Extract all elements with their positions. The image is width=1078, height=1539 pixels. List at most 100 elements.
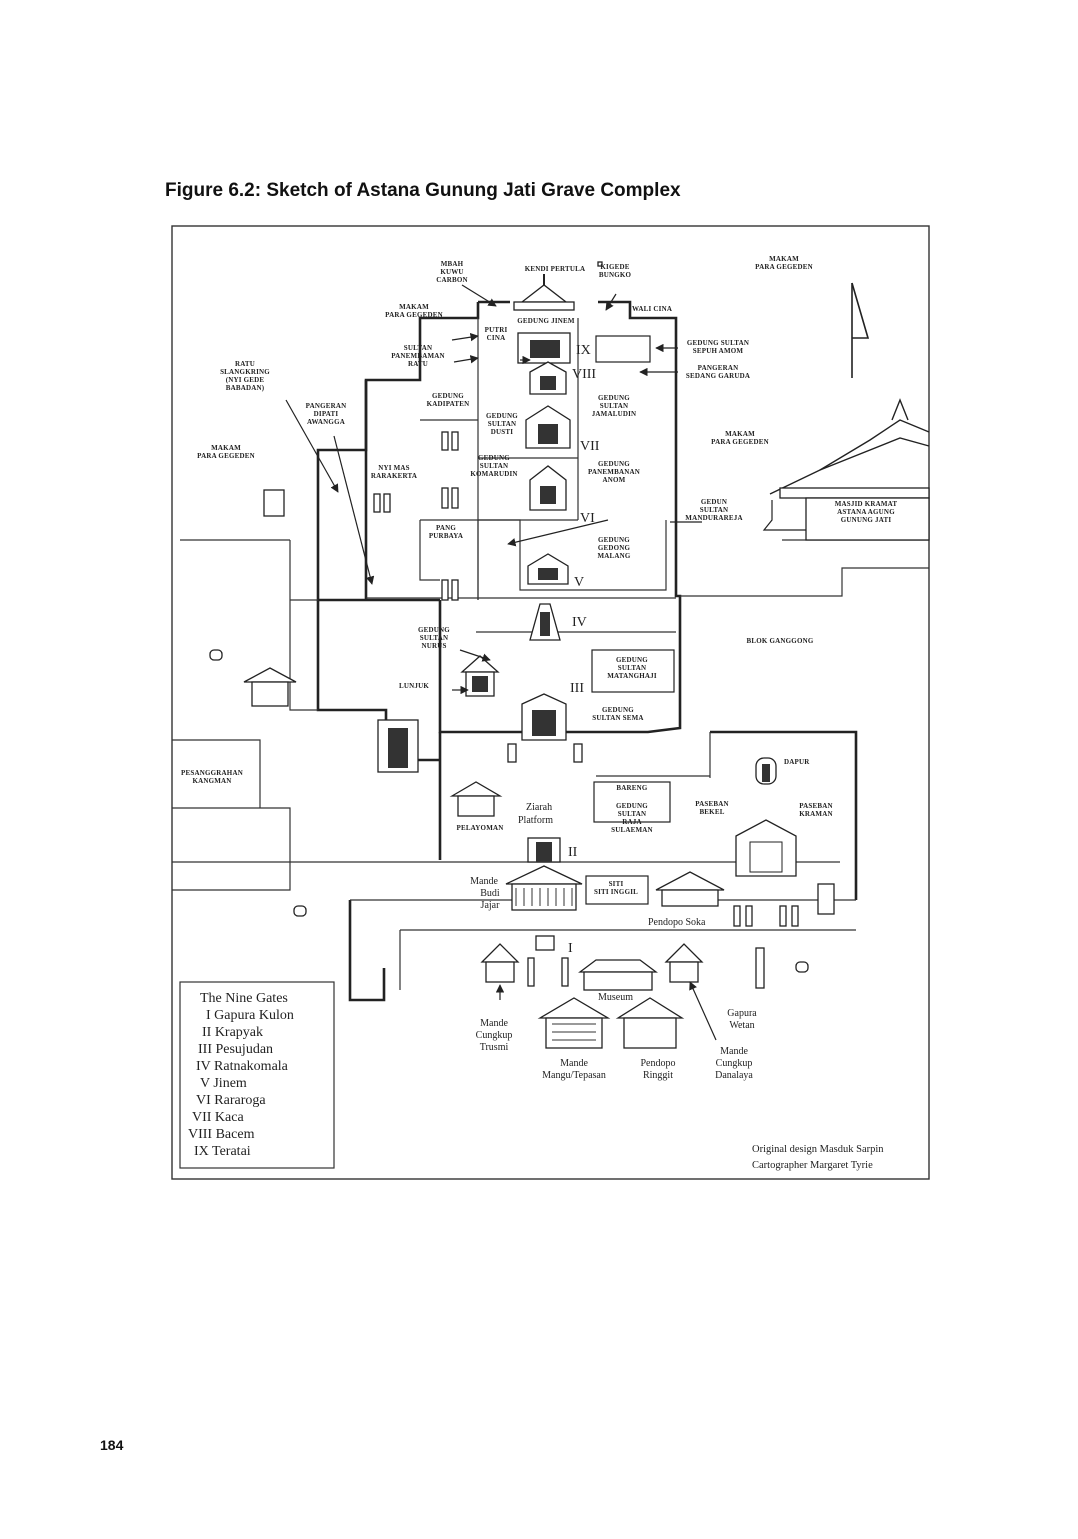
- legend: The Nine Gates I Gapura Kulon II Krapyak…: [179, 981, 335, 1169]
- gate-viii-icon: [529, 361, 567, 395]
- museum-building-icon: [578, 959, 658, 991]
- legend-item: II Krapyak: [202, 1025, 263, 1040]
- svg-text:V: V: [574, 575, 584, 590]
- gate-ii-icon: [527, 837, 561, 863]
- svg-text:DAPUR: DAPUR: [784, 758, 810, 766]
- legend-item: I Gapura Kulon: [206, 1008, 294, 1023]
- svg-text:I: I: [568, 941, 573, 956]
- svg-text:KENDI PERTULA: KENDI PERTULA: [525, 265, 586, 273]
- makam-gate-icon: [263, 489, 285, 517]
- credits: Original design Masduk Sarpin Cartograph…: [752, 1144, 884, 1171]
- svg-text:IX: IX: [576, 343, 591, 358]
- svg-text:VII: VII: [580, 439, 600, 454]
- legend-item: III Pesujudan: [198, 1042, 273, 1057]
- gate-vii-icon: [525, 405, 571, 449]
- svg-text:VIII: VIII: [572, 367, 596, 382]
- west-pavilion-icon: [243, 667, 297, 707]
- legend-item: VII Kaca: [192, 1110, 244, 1125]
- north-arrow-icon: [851, 282, 870, 378]
- svg-text:Museum: Museum: [598, 992, 633, 1003]
- pelayoman-pavilion-icon: [449, 781, 503, 817]
- kendi-pertula-pavilion-icon: [513, 274, 575, 311]
- mande-cungkup-danalaya-pavilion-icon: [664, 943, 704, 983]
- figure-title: Figure 6.2: Sketch of Astana Gunung Jati…: [165, 180, 681, 201]
- mande-mangu-pavilion-icon: [537, 997, 611, 1049]
- svg-text:BLOK GANGGONG: BLOK GANGGONG: [747, 637, 814, 645]
- legend-item: IX Teratai: [194, 1144, 251, 1159]
- svg-text:III: III: [570, 681, 584, 696]
- legend-item: IV Ratnakomala: [196, 1059, 289, 1074]
- svg-text:Original design Masduk Sarpin: Original design Masduk Sarpin: [752, 1144, 884, 1155]
- legend-item: V Jinem: [200, 1076, 247, 1091]
- west-gate-icon: [377, 719, 419, 773]
- svg-text:WALI CINA: WALI CINA: [632, 305, 672, 313]
- legend-item: VIII Bacem: [188, 1127, 255, 1142]
- map-frame: [171, 225, 930, 1180]
- svg-text:PELAYOMAN: PELAYOMAN: [456, 824, 503, 832]
- legend-item: VI Rararoga: [196, 1093, 266, 1108]
- masjid-building-icon: [762, 398, 930, 541]
- gate-vi-icon: [529, 465, 567, 511]
- page-number: 184: [100, 1437, 124, 1453]
- svg-text:Pendopo Soka: Pendopo Soka: [648, 917, 706, 928]
- pendopo-ringgit-pavilion-icon: [615, 997, 685, 1049]
- mande-budi-jajar-pavilion-icon: [505, 865, 583, 911]
- lunjuk-pavilion-icon: [460, 655, 500, 697]
- mande-cungkup-trusmi-pavilion-icon: [480, 943, 520, 983]
- paseban-bekel-gate-icon: [735, 819, 797, 877]
- svg-text:LUNJUK: LUNJUK: [399, 682, 429, 690]
- svg-text:Cartographer Margaret Tyrie: Cartographer Margaret Tyrie: [752, 1160, 873, 1171]
- gate-iv-icon: [529, 603, 561, 641]
- svg-text:IV: IV: [572, 615, 587, 630]
- svg-text:VI: VI: [580, 511, 595, 526]
- dapur-gate-icon: [755, 757, 777, 785]
- gate-ix-icon: [517, 332, 571, 364]
- gate-numerals: I II III IV V VI VII VIII IX: [568, 343, 600, 956]
- svg-text:GEDUNG JINEM: GEDUNG JINEM: [517, 317, 575, 325]
- gate-v-icon: [527, 553, 569, 585]
- gate-piers: [209, 261, 835, 989]
- svg-text:The Nine Gates: The Nine Gates: [200, 991, 288, 1006]
- gate-iii-icon: [521, 693, 567, 741]
- label-arrows: [285, 284, 717, 1041]
- svg-text:BARENG: BARENG: [616, 784, 648, 792]
